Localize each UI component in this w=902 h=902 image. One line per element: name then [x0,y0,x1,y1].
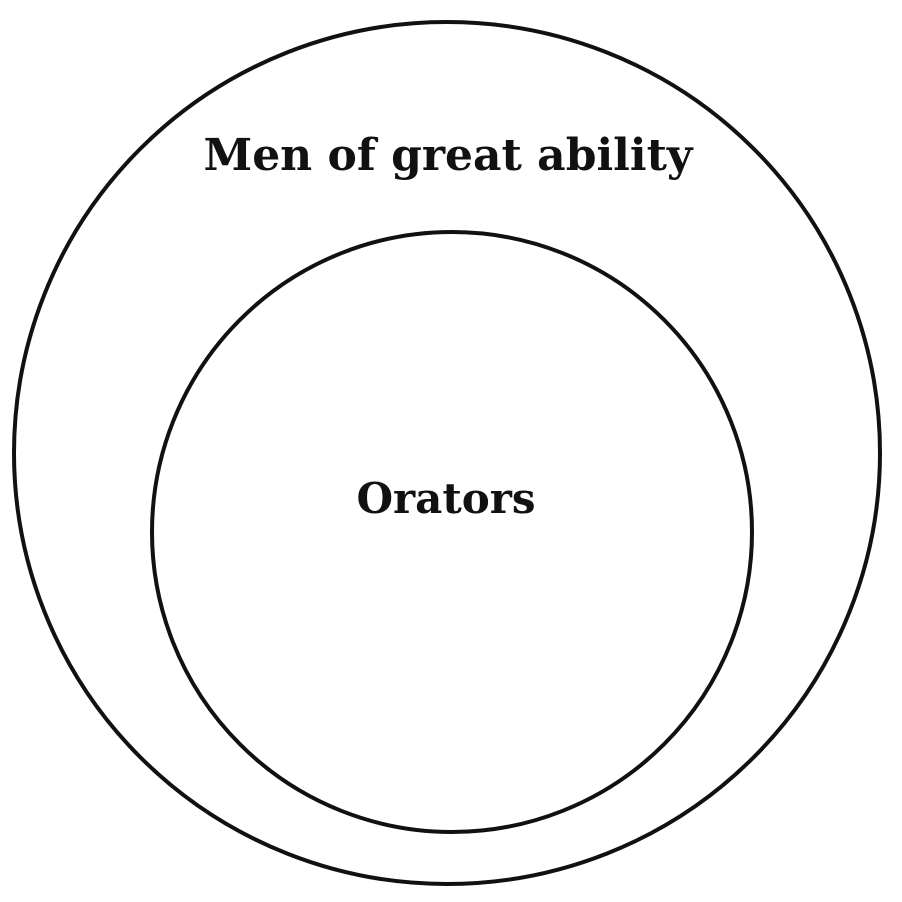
inner-circle-label: Orators [356,474,535,523]
outer-circle-men-of-great-ability [12,20,882,886]
inner-circle-orators [150,230,754,834]
outer-circle-label: Men of great ability [203,130,693,181]
